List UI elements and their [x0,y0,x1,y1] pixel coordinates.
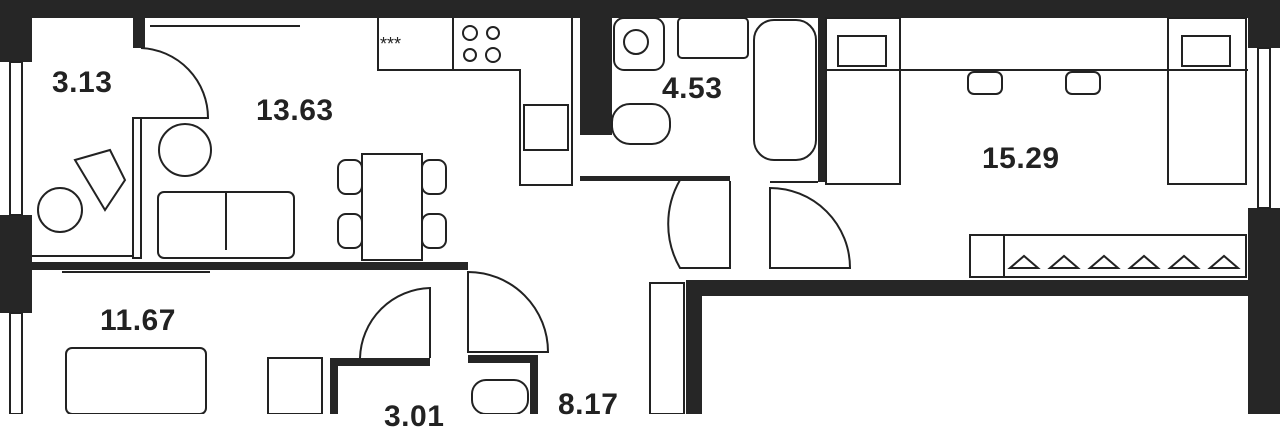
stove-label: *** [380,34,401,54]
floor-plan: *** [0,0,1280,414]
room-area-wc: 3.01 [384,400,445,433]
room-area-balcony: 3.13 [52,66,113,99]
walls [0,0,1280,414]
room-area-hallway: 8.17 [558,388,619,421]
room-area-bathroom: 4.53 [662,72,723,105]
fixtures [9,17,1271,414]
room-area-kitchen-living: 13.63 [256,94,334,127]
room-area-bedroom-small: 11.67 [100,304,176,337]
room-area-bedroom-large: 15.29 [982,142,1060,175]
